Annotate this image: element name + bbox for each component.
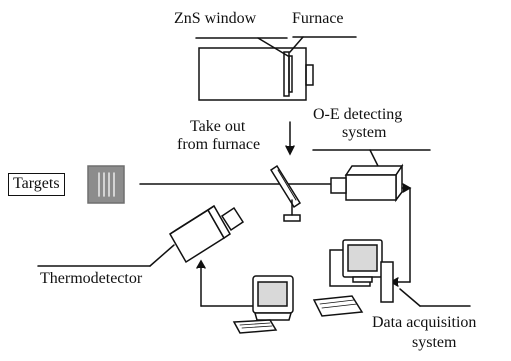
small-computer: [232, 275, 294, 334]
zns-window-leader: [257, 37, 289, 57]
thermodetector-label: Thermodetector: [40, 270, 143, 287]
furnace-assembly: [195, 36, 357, 101]
targets-label: Targets: [8, 173, 65, 196]
target-plate: [87, 165, 125, 204]
data-acquisition-computer: [312, 239, 471, 317]
take-out-label-line2: from furnace: [177, 136, 261, 153]
furnace-port: [305, 64, 314, 86]
data-acquisition-label-line2: system: [412, 334, 457, 351]
thermodetector-camera: [37, 204, 245, 267]
furnace-label: Furnace: [292, 10, 344, 27]
take-out-arrow: [285, 121, 295, 156]
oe-detecting-label-line2: system: [342, 124, 387, 141]
take-out-label-line1: Take out: [190, 118, 246, 135]
zns-window-frame: [288, 55, 293, 93]
signal-connections: [196, 183, 412, 307]
mirror-assembly: [269, 164, 302, 222]
oe-detecting-label-line1: O-E detecting: [313, 106, 403, 123]
oe-detecting-system: [312, 149, 431, 203]
furnace-leader: [289, 36, 304, 53]
data-acquisition-label-line1: Data acquisition: [372, 314, 477, 331]
zns-window-label: ZnS window: [174, 10, 257, 27]
